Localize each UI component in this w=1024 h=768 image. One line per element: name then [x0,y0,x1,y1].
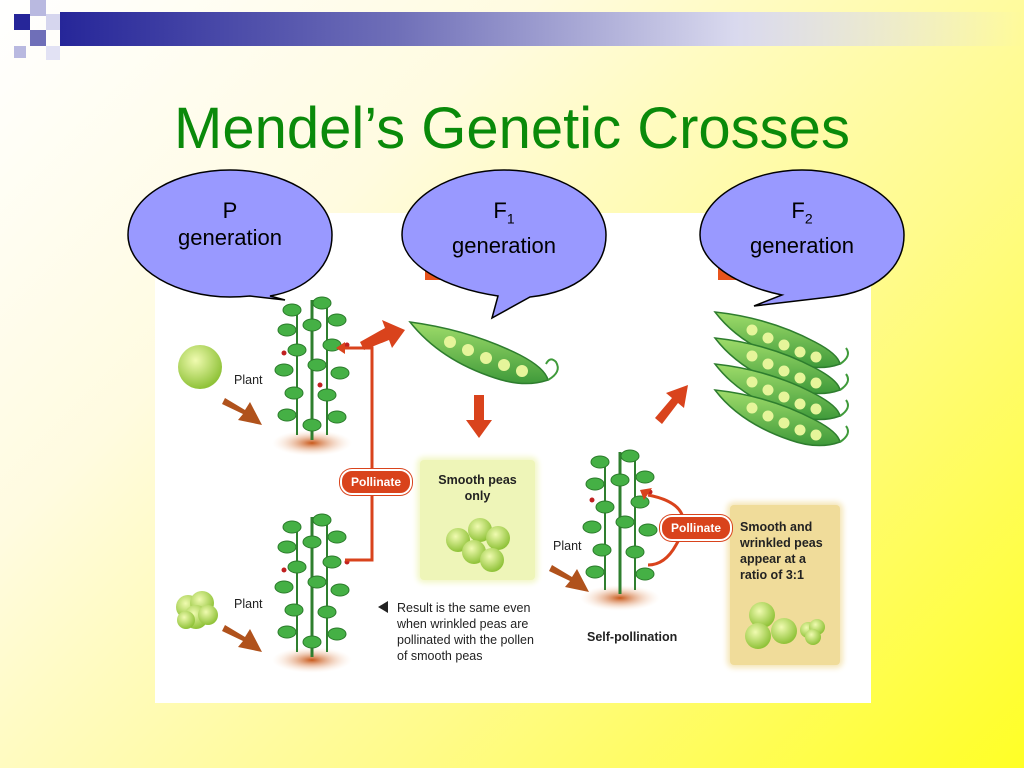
speech-bubble-f2 [699,169,905,307]
arrow-icon [655,385,688,424]
bubble-f1-text: F1 generation [414,197,594,259]
wrinkled-pea [800,619,825,645]
arrow-icon [222,398,589,652]
bubble-f2-sub: 2 [804,210,813,227]
result-line3: pollinated with the pollen [397,633,534,647]
smooth-box-line1: Smooth peas [438,473,517,487]
speech-bubble-f1 [401,169,607,320]
pea-plant [274,296,350,440]
arrow-icon [360,320,405,350]
result-line1: Result is the same even [397,601,531,615]
soil [272,647,352,673]
corner-decoration [0,0,80,70]
smooth-pea [178,345,222,389]
ratio-line2: wrinkled peas [740,536,823,550]
header-bar [60,12,1024,46]
soil [580,585,660,611]
self-pollination-label: Self-pollination [587,630,678,644]
plant-label: Plant [553,539,582,553]
smooth-pea [468,518,492,542]
smooth-pea [771,618,797,644]
smooth-box-line2: only [464,489,491,503]
plant-label: Plant [234,373,263,387]
pea-pods-stack [713,311,849,447]
soil [272,430,352,456]
smooth-pea [749,602,775,628]
self-pollinate-connector [647,493,686,567]
pea-pod [408,321,559,385]
plant-label: Plant [234,597,263,611]
smooth-pea [480,548,504,572]
smooth-pea [486,526,510,550]
arrow-icon [640,488,652,500]
arrow-icon [336,342,345,354]
bubble-f2-line2: generation [750,233,854,259]
bubble-f2-main: F [791,198,805,223]
bubble-p-main: P [222,198,238,223]
arrow-icon [466,395,492,438]
ratio-line1: Smooth and [740,520,813,534]
pollinate-label: Pollinate [340,469,413,495]
bubble-f1-line2: generation [452,233,556,259]
smooth-pea [462,540,486,564]
pollinate-connector [345,346,374,562]
bubble-f2-text: F2 generation [712,197,892,259]
wrinkled-pea [176,591,218,629]
bubble-f1-main: F [493,198,507,223]
result-line4: of smooth peas [397,649,483,663]
pea-plant [582,449,658,594]
bubble-p-line2: generation [178,225,282,250]
bubble-f1-sub: 1 [506,210,515,227]
pollinate-label: Pollinate [660,515,733,541]
ratio-line4: ratio of 3:1 [740,568,804,582]
speech-bubble-p [127,169,333,301]
pea-plant [274,513,350,657]
result-line2: when wrinkled peas are [397,617,529,631]
ratio-line3: appear at a [740,552,807,566]
bubble-p-text: P generation [140,197,320,251]
smooth-pea [745,623,771,649]
slide-title: Mendel’s Genetic Crosses [174,96,850,161]
pointer-triangle-icon [378,601,388,613]
